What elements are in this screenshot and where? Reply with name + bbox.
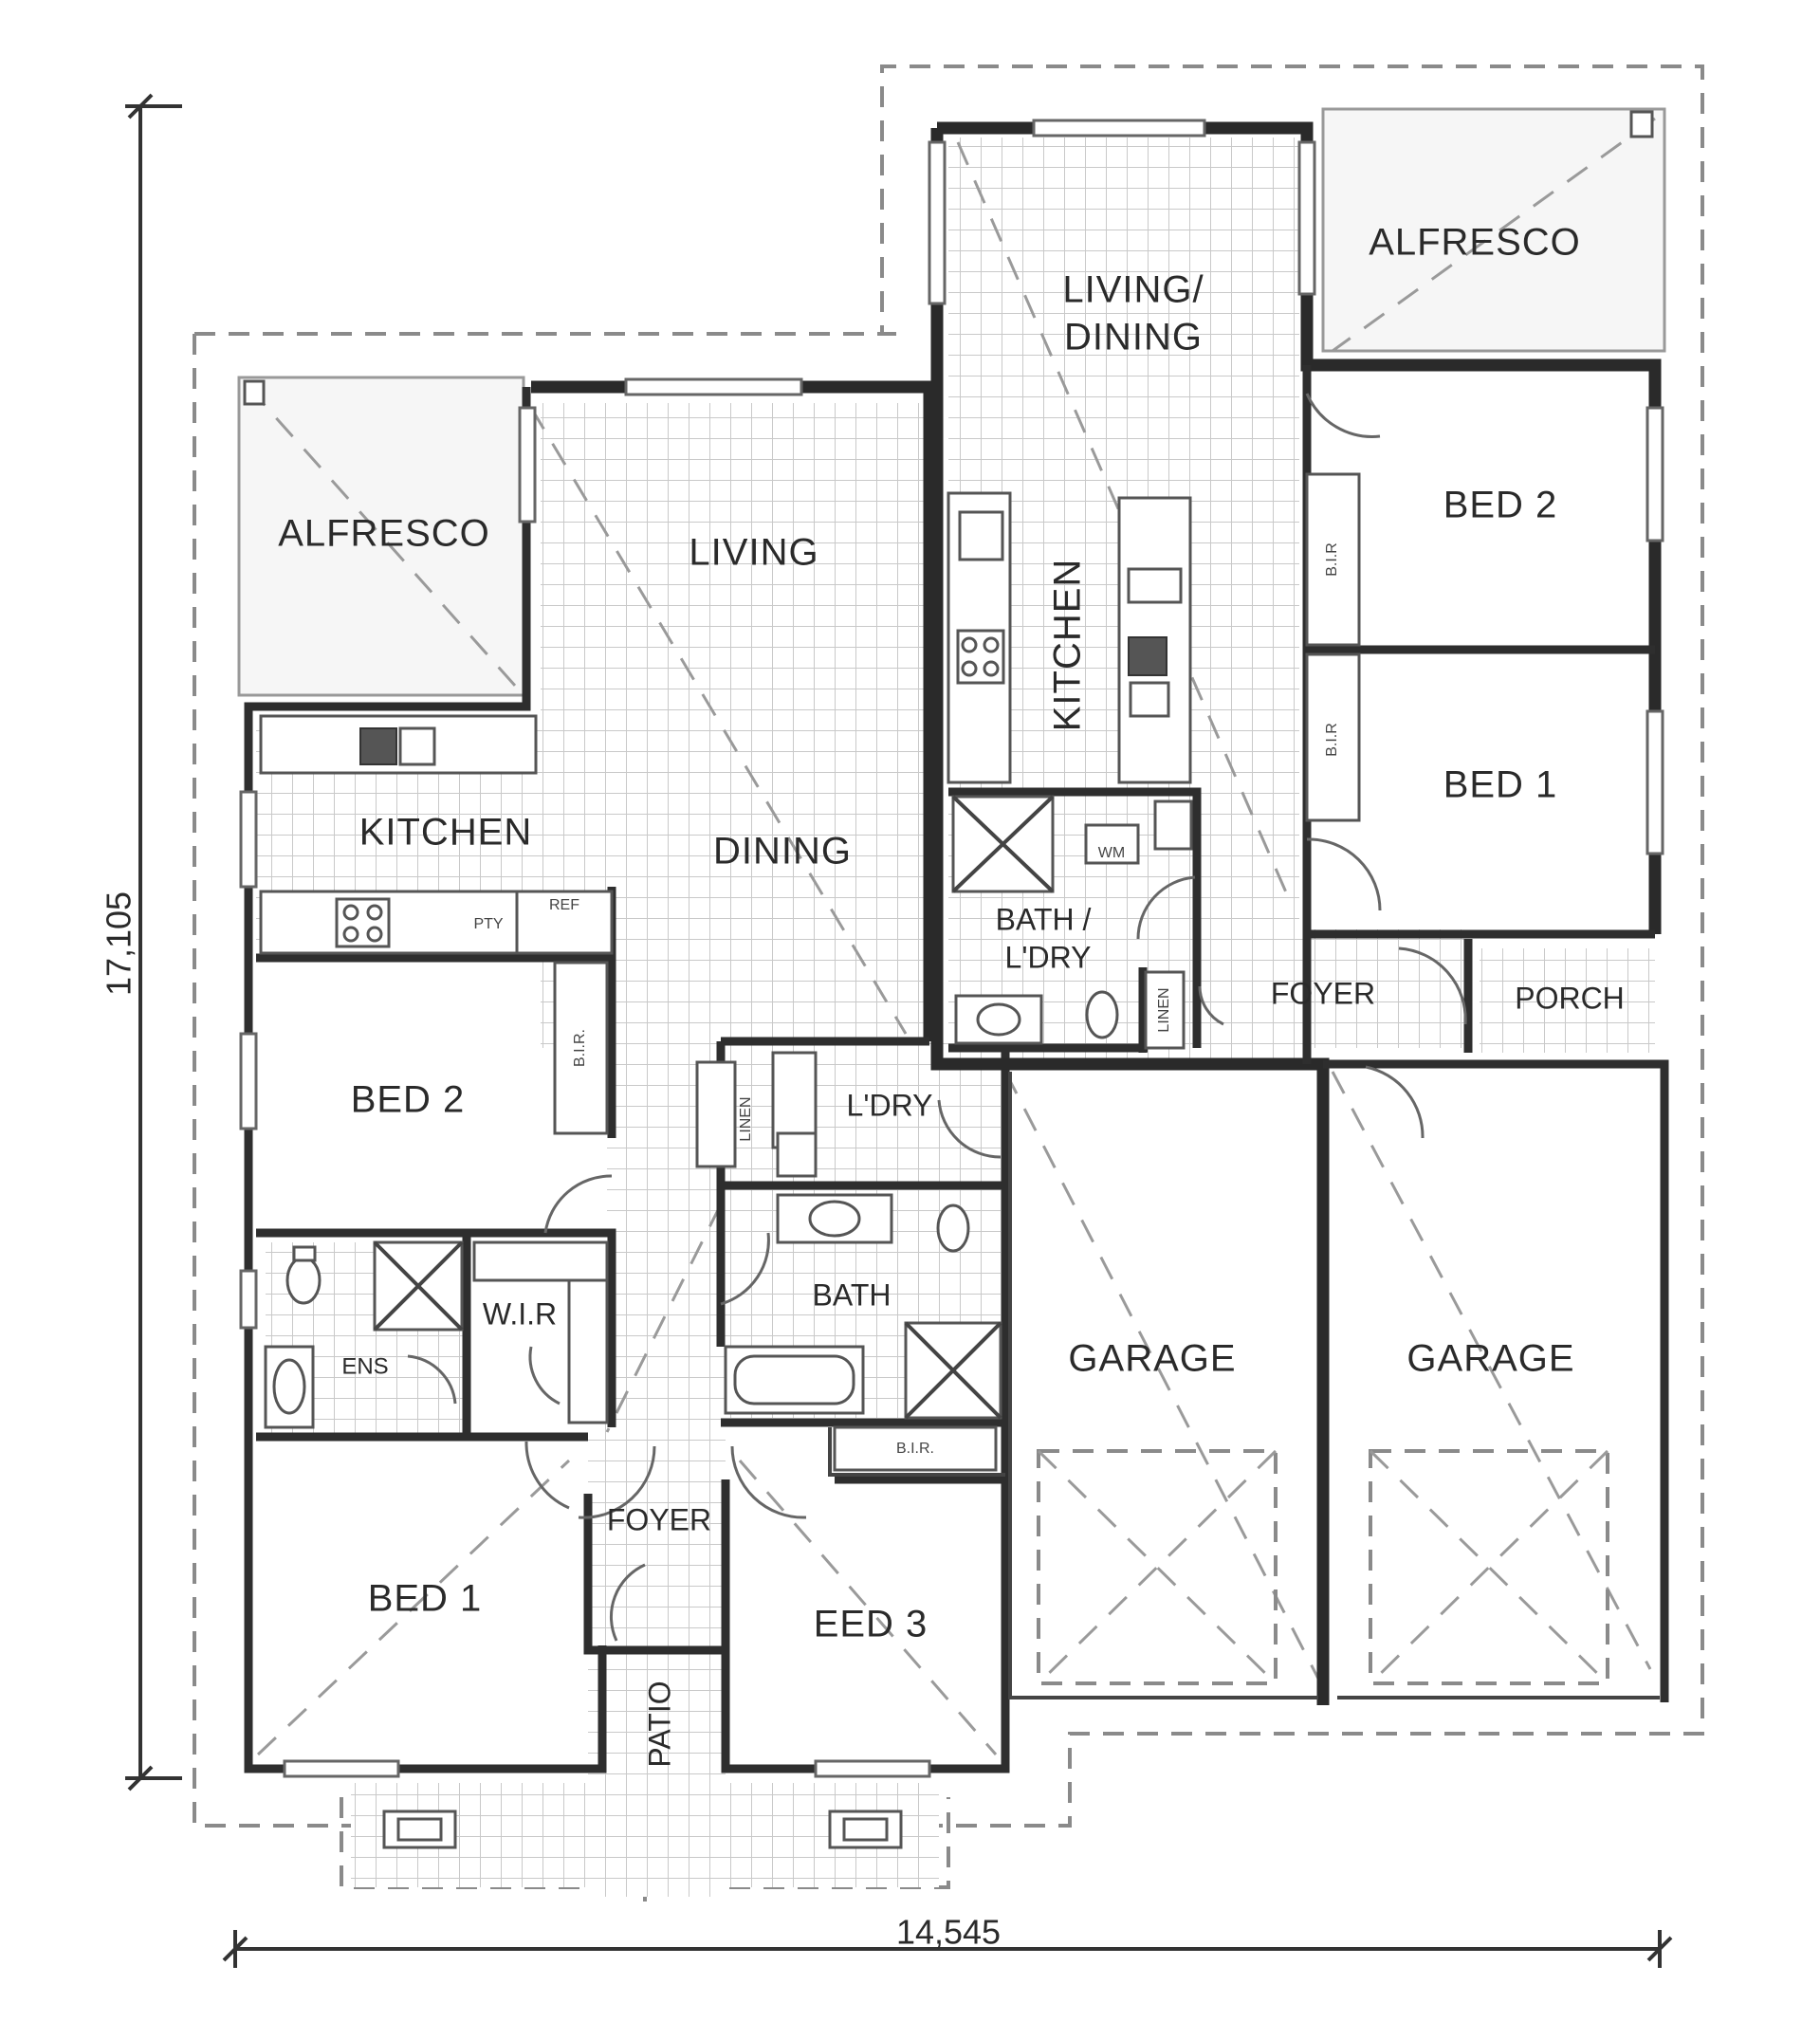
right-bed2-bir-label: B.I.R	[1324, 542, 1340, 577]
right-bed1-bir-label: B.I.R	[1324, 723, 1340, 757]
left-bed2-label: BED 2	[351, 1079, 466, 1121]
left-unit-labels: ALFRESCO LIVING KITCHEN DINING BED 2 ENS…	[278, 513, 1236, 1768]
left-laundry-bath-fixtures: LINEN B.I.R.	[695, 1051, 1002, 1472]
left-dining-label: DINING	[713, 831, 852, 873]
left-living-label: LIVING	[689, 532, 818, 574]
right-bath-laundry-label-line2: L'DRY	[1005, 940, 1092, 974]
right-robes: B.I.R B.I.R	[1305, 472, 1361, 822]
windows	[239, 119, 1664, 1778]
right-kitchen-fixtures	[947, 491, 1192, 784]
right-bath-laundry-fixtures: WM LINEN	[951, 795, 1193, 1050]
left-alfresco-label: ALFRESCO	[278, 513, 490, 555]
right-wm-label: WM	[1098, 845, 1125, 861]
left-ensuite-label: ENS	[341, 1353, 388, 1379]
alfresco-left	[237, 376, 525, 697]
left-bed2-bir-label: B.I.R.	[572, 1029, 588, 1067]
right-porch-label: PORCH	[1515, 981, 1625, 1015]
width-dimension: 14,545	[222, 1913, 1673, 1968]
left-bed1-label: BED 1	[368, 1578, 483, 1620]
height-dimension: 17,105	[100, 93, 182, 1791]
left-kitchen-fixtures: PTY REF	[259, 714, 614, 955]
patio-planters	[382, 1810, 903, 1849]
width-dimension-label: 14,545	[896, 1913, 1001, 1952]
right-alfresco-label: ALFRESCO	[1369, 222, 1581, 264]
right-unit-labels: ALFRESCO LIVING/ DINING KITCHEN BED 2 BE…	[996, 222, 1625, 1380]
left-patio-label: PATIO	[642, 1681, 676, 1767]
garage-doors	[1037, 1449, 1609, 1685]
left-bath-label: BATH	[813, 1277, 892, 1312]
left-foyer-label: FOYER	[607, 1502, 711, 1536]
left-bed3-label: EED 3	[814, 1604, 928, 1645]
height-dimension-label: 17,105	[100, 891, 138, 996]
right-linen-label: LINEN	[1156, 987, 1172, 1032]
right-bed2-label: BED 2	[1443, 485, 1558, 526]
left-bath-bir-label: B.I.R.	[896, 1441, 934, 1457]
alfresco-right	[1321, 107, 1666, 353]
right-living-dining-label-line2: DINING	[1064, 317, 1203, 358]
left-ensuite-fixtures	[264, 1240, 464, 1429]
right-foyer-label: FOYER	[1271, 976, 1375, 1010]
left-laundry-label: L'DRY	[847, 1088, 933, 1122]
right-bed1-label: BED 1	[1443, 764, 1558, 806]
left-wir-label: W.I.R	[483, 1296, 557, 1331]
right-living-dining-label-line1: LIVING/	[1062, 269, 1204, 311]
left-fridge-label: REF	[549, 897, 579, 913]
left-wir	[472, 1240, 609, 1424]
left-linen-label: LINEN	[738, 1096, 754, 1141]
roof-diagonals	[256, 141, 1652, 1756]
left-garage-label: GARAGE	[1068, 1338, 1236, 1380]
right-bath-laundry-label-line1: BATH /	[996, 902, 1092, 936]
left-pantry-label: PTY	[473, 916, 503, 932]
door-swings	[407, 393, 1467, 1642]
left-bed2-robe: B.I.R.	[553, 961, 609, 1135]
right-kitchen-label: KITCHEN	[1047, 559, 1089, 732]
right-garage-label: GARAGE	[1406, 1338, 1574, 1380]
left-kitchen-label: KITCHEN	[359, 812, 533, 854]
